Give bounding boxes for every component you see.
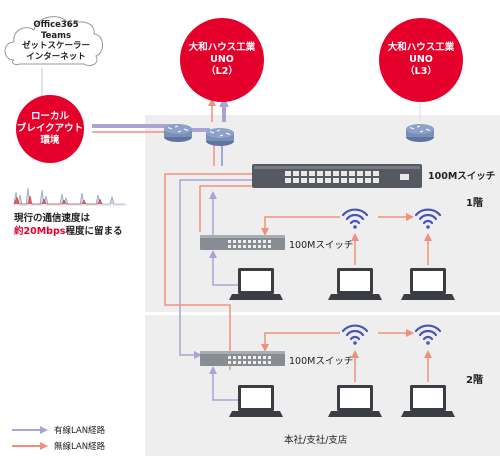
laptop-icon-f2-wifi1 [328,385,382,417]
floor2-switch-label: 100Mスイッチ [289,356,354,367]
laptop-icon-f1-wifi2 [401,268,455,300]
cloud-line-3: ゼットスケーラー [21,41,90,51]
local-breakout-line-2: ブレイクアウト [16,123,84,134]
speed-note-rest: 程度に留まる [65,226,123,237]
floor2-label: 2階 [466,375,483,386]
local-breakout-line-1: ローカル [30,111,69,122]
uno-l3-line-1: 大和ハウス工業 [387,42,455,53]
uno-l2-label: 大和ハウス工業 UNO （L2） [180,42,264,78]
f1-laptop-wired [209,250,248,286]
cloud-label: Office365 Teams ゼットスケーラー インターネット [16,20,96,62]
traffic-graph-thumbnail [12,180,127,206]
wifi-icon-f2-a [341,324,369,345]
site-label: 本社/支社/支店 [284,435,348,446]
wireless-loop-a [164,173,252,370]
main-switch-icon [252,164,422,188]
router-icon-center [206,128,234,146]
uno-l2-line-1: 大和ハウス工業 [188,42,256,53]
uno-l2-line-3: （L2） [206,66,238,77]
f2-ap-to-switch [261,332,340,352]
legend-wired-label: 有線LAN経路 [54,426,106,436]
floor2-switch-icon [200,351,285,366]
laptop-icon-f2-wired [229,385,283,417]
wifi-icon-f1-b [414,208,442,229]
uno-l3-label: 大和ハウス工業 UNO （L3） [379,42,463,78]
floor1-label: 1階 [466,198,483,209]
speed-note-line-1: 現行の通信速度は [14,213,91,224]
cloud-line-2: Teams [40,30,72,41]
uno-l3-line-2: UNO [409,54,433,65]
legend-wireless-label: 無線LAN経路 [54,442,106,452]
router-icon-right [406,124,434,142]
speed-note-highlight: 約20Mbps [14,226,66,237]
uno-l3-circle [379,18,463,102]
site-panel-floor1 [145,115,500,312]
uno-l2-line-2: UNO [210,54,234,65]
floor1-switch-label: 100Mスイッチ [289,240,354,251]
wired-floor2-loop [179,179,252,359]
floor1-switch-icon [200,235,285,250]
wifi-icon-f1-a [341,208,369,229]
main-switch-label: 100Mスイッチ [428,171,496,182]
speed-note: 現行の通信速度は 約20Mbps程度に留まる [14,212,122,238]
local-breakout-label: ローカル ブレイクアウト 環境 [12,111,88,147]
wireless-loop-b [199,185,252,232]
wifi-icon-f2-b [414,324,442,345]
cloud-line-4: インターネット [26,51,86,62]
local-breakout-line-3: 環境 [40,135,60,146]
uno-l2-circle [180,18,264,102]
f1-ap-to-switch [261,216,340,236]
local-breakout-circle [16,95,84,163]
laptop-icon-f1-wired [229,268,283,300]
laptop-icon-f1-wifi1 [328,268,382,300]
uno-l3-line-3: （L3） [405,66,437,77]
f2-laptop-wired [209,366,248,401]
router-icon-left [164,124,192,142]
cloud-icon [4,16,103,67]
laptop-icon-f2-wifi2 [401,385,455,417]
cloud-line-1: Office365 [33,20,79,30]
speed-note-line-2: 約20Mbps程度に留まる [14,225,122,238]
